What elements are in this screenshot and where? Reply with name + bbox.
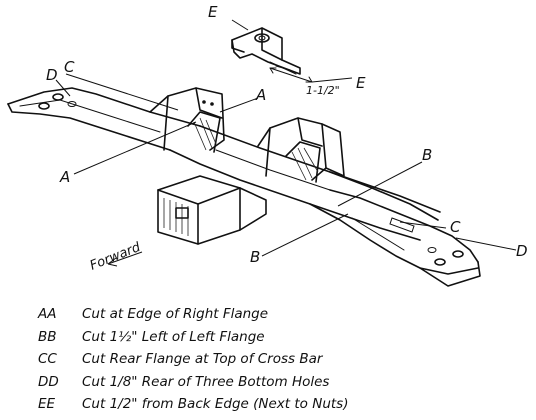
callout-d-right: D xyxy=(516,242,528,260)
callout-b-right: B xyxy=(422,146,432,164)
legend-text: Cut at Edge of Right Flange xyxy=(82,306,269,322)
callout-c-right: C xyxy=(450,218,461,236)
callout-a-left: A xyxy=(59,168,70,186)
forward-label: Forward xyxy=(88,240,143,274)
legend-code: DD xyxy=(38,373,59,390)
callout-e-side: E xyxy=(356,74,366,92)
legend-row: AA Cut at Edge of Right Flange xyxy=(38,303,508,326)
callout-d-left: D xyxy=(46,66,58,84)
legend-row: BB Cut 1½" Left of Left Flange xyxy=(38,326,508,349)
legend-code: CC xyxy=(38,351,57,367)
legend-text: Cut 1/8" Rear of Three Bottom Holes xyxy=(82,373,330,390)
legend-code: AA xyxy=(38,306,57,322)
callout-e-top: E xyxy=(208,3,218,21)
legend-text: Cut 1/2" from Back Edge (Next to Nuts) xyxy=(82,396,349,412)
legend-code: EE xyxy=(38,396,56,412)
callout-b-bottom: B xyxy=(250,248,260,266)
legend-text: Cut 1½" Left of Left Flange xyxy=(82,328,265,345)
legend-text: Cut Rear Flange at Top of Cross Bar xyxy=(82,351,323,367)
legend-row: EE Cut 1/2" from Back Edge (Next to Nuts) xyxy=(38,393,508,416)
bracket-detail xyxy=(231,19,353,83)
crossmember-body xyxy=(7,87,481,287)
legend-row: CC Cut Rear Flange at Top of Cross Bar xyxy=(38,348,508,371)
dimension-label: 1-1/2" xyxy=(306,84,340,97)
callout-a-top: A xyxy=(255,86,266,104)
legend-row: DD Cut 1/8" Rear of Three Bottom Holes xyxy=(38,371,508,394)
callout-c-left: C xyxy=(64,58,75,76)
callout-lines xyxy=(55,73,517,267)
crossmember-drawing: E E 1-1/2" D C A A B B C D Forward xyxy=(7,3,528,287)
legend-code: BB xyxy=(38,328,57,345)
